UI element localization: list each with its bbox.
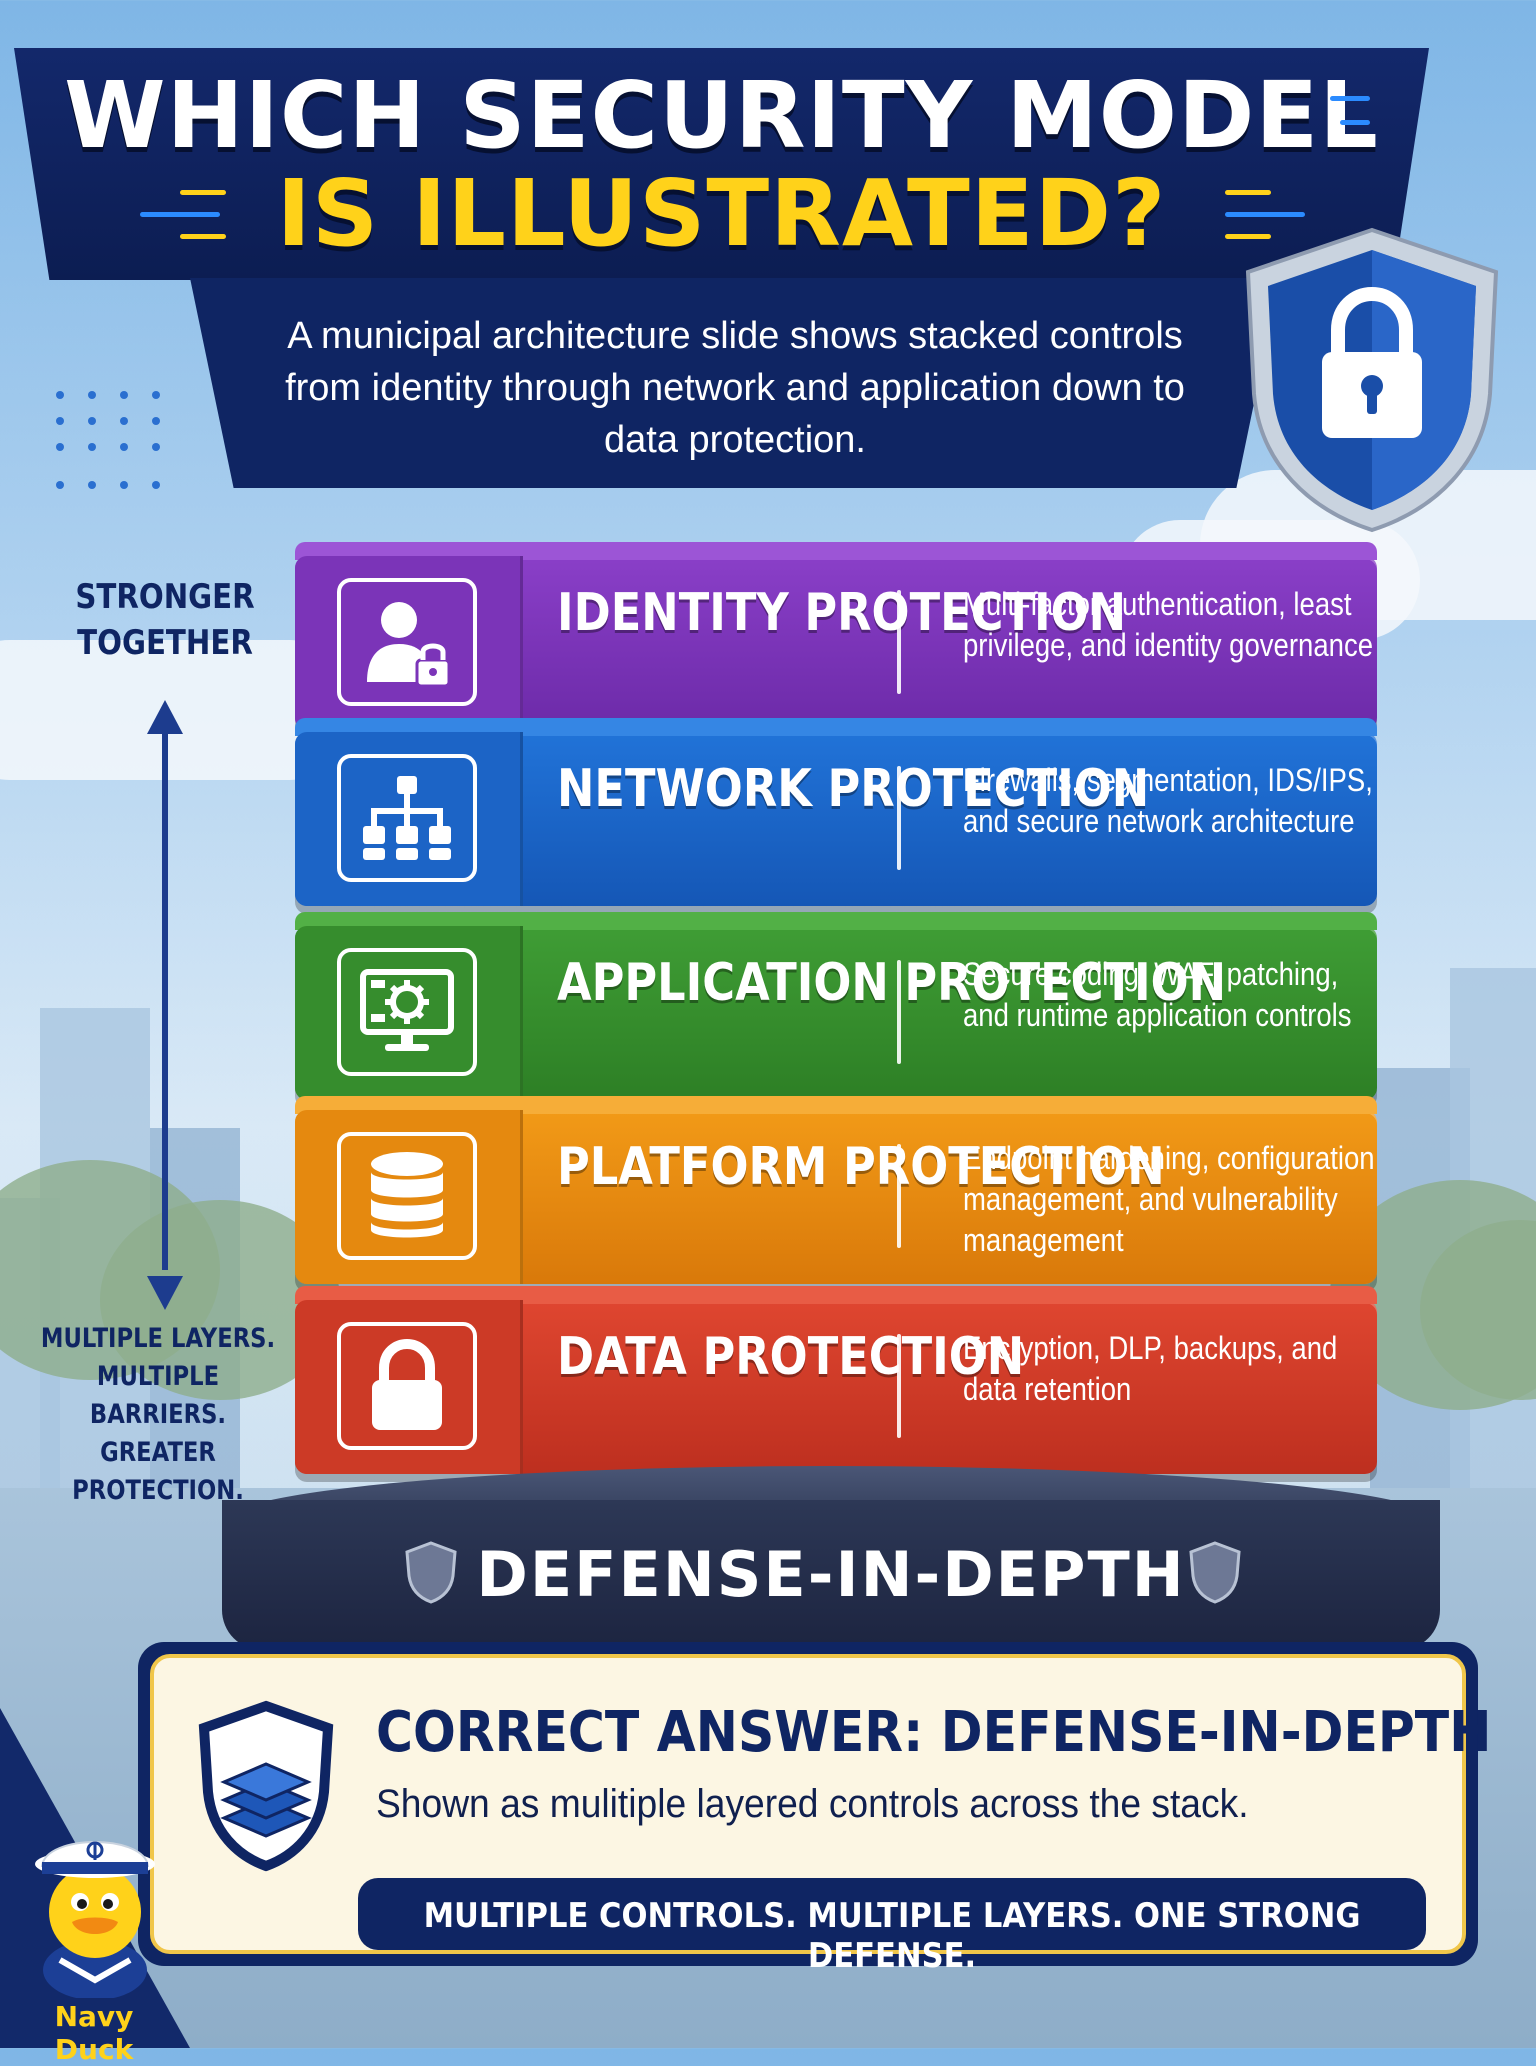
decor-dash [140,212,220,217]
layer-description: Secure coding, WAF, patching, and runtim… [963,956,1352,1033]
monitor-gear-icon [360,969,454,1051]
layer-name: NETWORK PROTECTION [557,759,1150,819]
decor-dash [1340,120,1370,125]
title-line-2: IS ILLUSTRATED? [276,160,1167,267]
decor-dash [180,190,226,195]
correct-answer-explanation: Shown as mulitiple layered controls acro… [376,1782,1249,1826]
layer-description: Firewalls, segmentation, IDS/IPS, and se… [963,762,1373,839]
layers-shield-icon [198,1700,334,1872]
layer-data-protection: DATA PROTECTION Encryption, DLP, backups… [295,1286,1377,1474]
decor-dash [1225,234,1271,239]
layer-description: Encryption, DLP, backups, and data reten… [963,1330,1338,1407]
small-shield-icon [1189,1541,1241,1604]
layer-application-protection: APPLICATION PROTECTION Secure coding, WA… [295,912,1377,1100]
decor-dash [1225,212,1305,217]
layer-name: APPLICATION PROTECTION [557,953,1227,1013]
decor-dash [1225,190,1271,195]
small-shield-icon [405,1541,457,1604]
decor-dash [180,234,226,239]
motto-banner [358,1878,1426,1950]
layer-description: Endpoint hardening, configuration manage… [963,1140,1375,1258]
shield-lock-icon [1245,227,1499,533]
motto-text: MULTIPLE CONTROLS. MULTIPLE LAYERS. ONE … [423,1896,1361,1976]
layer-description: Multi-factor authentication, least privi… [963,586,1374,663]
layer-name: DATA PROTECTION [557,1327,1025,1387]
correct-answer-title: CORRECT ANSWER: DEFENSE-IN-DEPTH [376,1700,1492,1765]
navy-duck-mascot-icon [35,1841,155,1998]
user-lock-icon [367,602,451,688]
layer-platform-protection: PLATFORM PROTECTION Endpoint hardening, … [295,1096,1377,1284]
defense-in-depth-label: DEFENSE-IN-DEPTH [476,1538,1186,1611]
multiple-layers-label: MULTIPLE LAYERS. MULTIPLE BARRIERS. GREA… [40,1323,276,1506]
layer-network-protection: NETWORK PROTECTION Firewalls, segmentati… [295,718,1377,906]
stronger-together-label: STRONGER TOGETHER [75,577,255,663]
vertical-arrow-shaft [162,730,168,1270]
mascot-name-label: Navy Duck [54,2000,134,2066]
arrow-down-icon [147,1276,183,1310]
dot-grid-decoration [56,391,160,489]
layer-name: IDENTITY PROTECTION [557,583,1127,643]
database-icon [371,1152,443,1238]
subtitle-text: A municipal architecture slide shows sta… [285,315,1185,461]
title-line-1: WHICH SECURITY MODEL [64,62,1379,169]
arrow-up-icon [147,700,183,734]
subtitle-banner [190,278,1280,488]
padlock-icon [372,1338,442,1430]
network-topology-icon [363,776,451,860]
layer-name: PLATFORM PROTECTION [557,1137,1165,1197]
title-banner [14,48,1429,280]
layer-identity-protection: IDENTITY PROTECTION Multi-factor authent… [295,542,1377,730]
decor-dash [1330,96,1370,101]
